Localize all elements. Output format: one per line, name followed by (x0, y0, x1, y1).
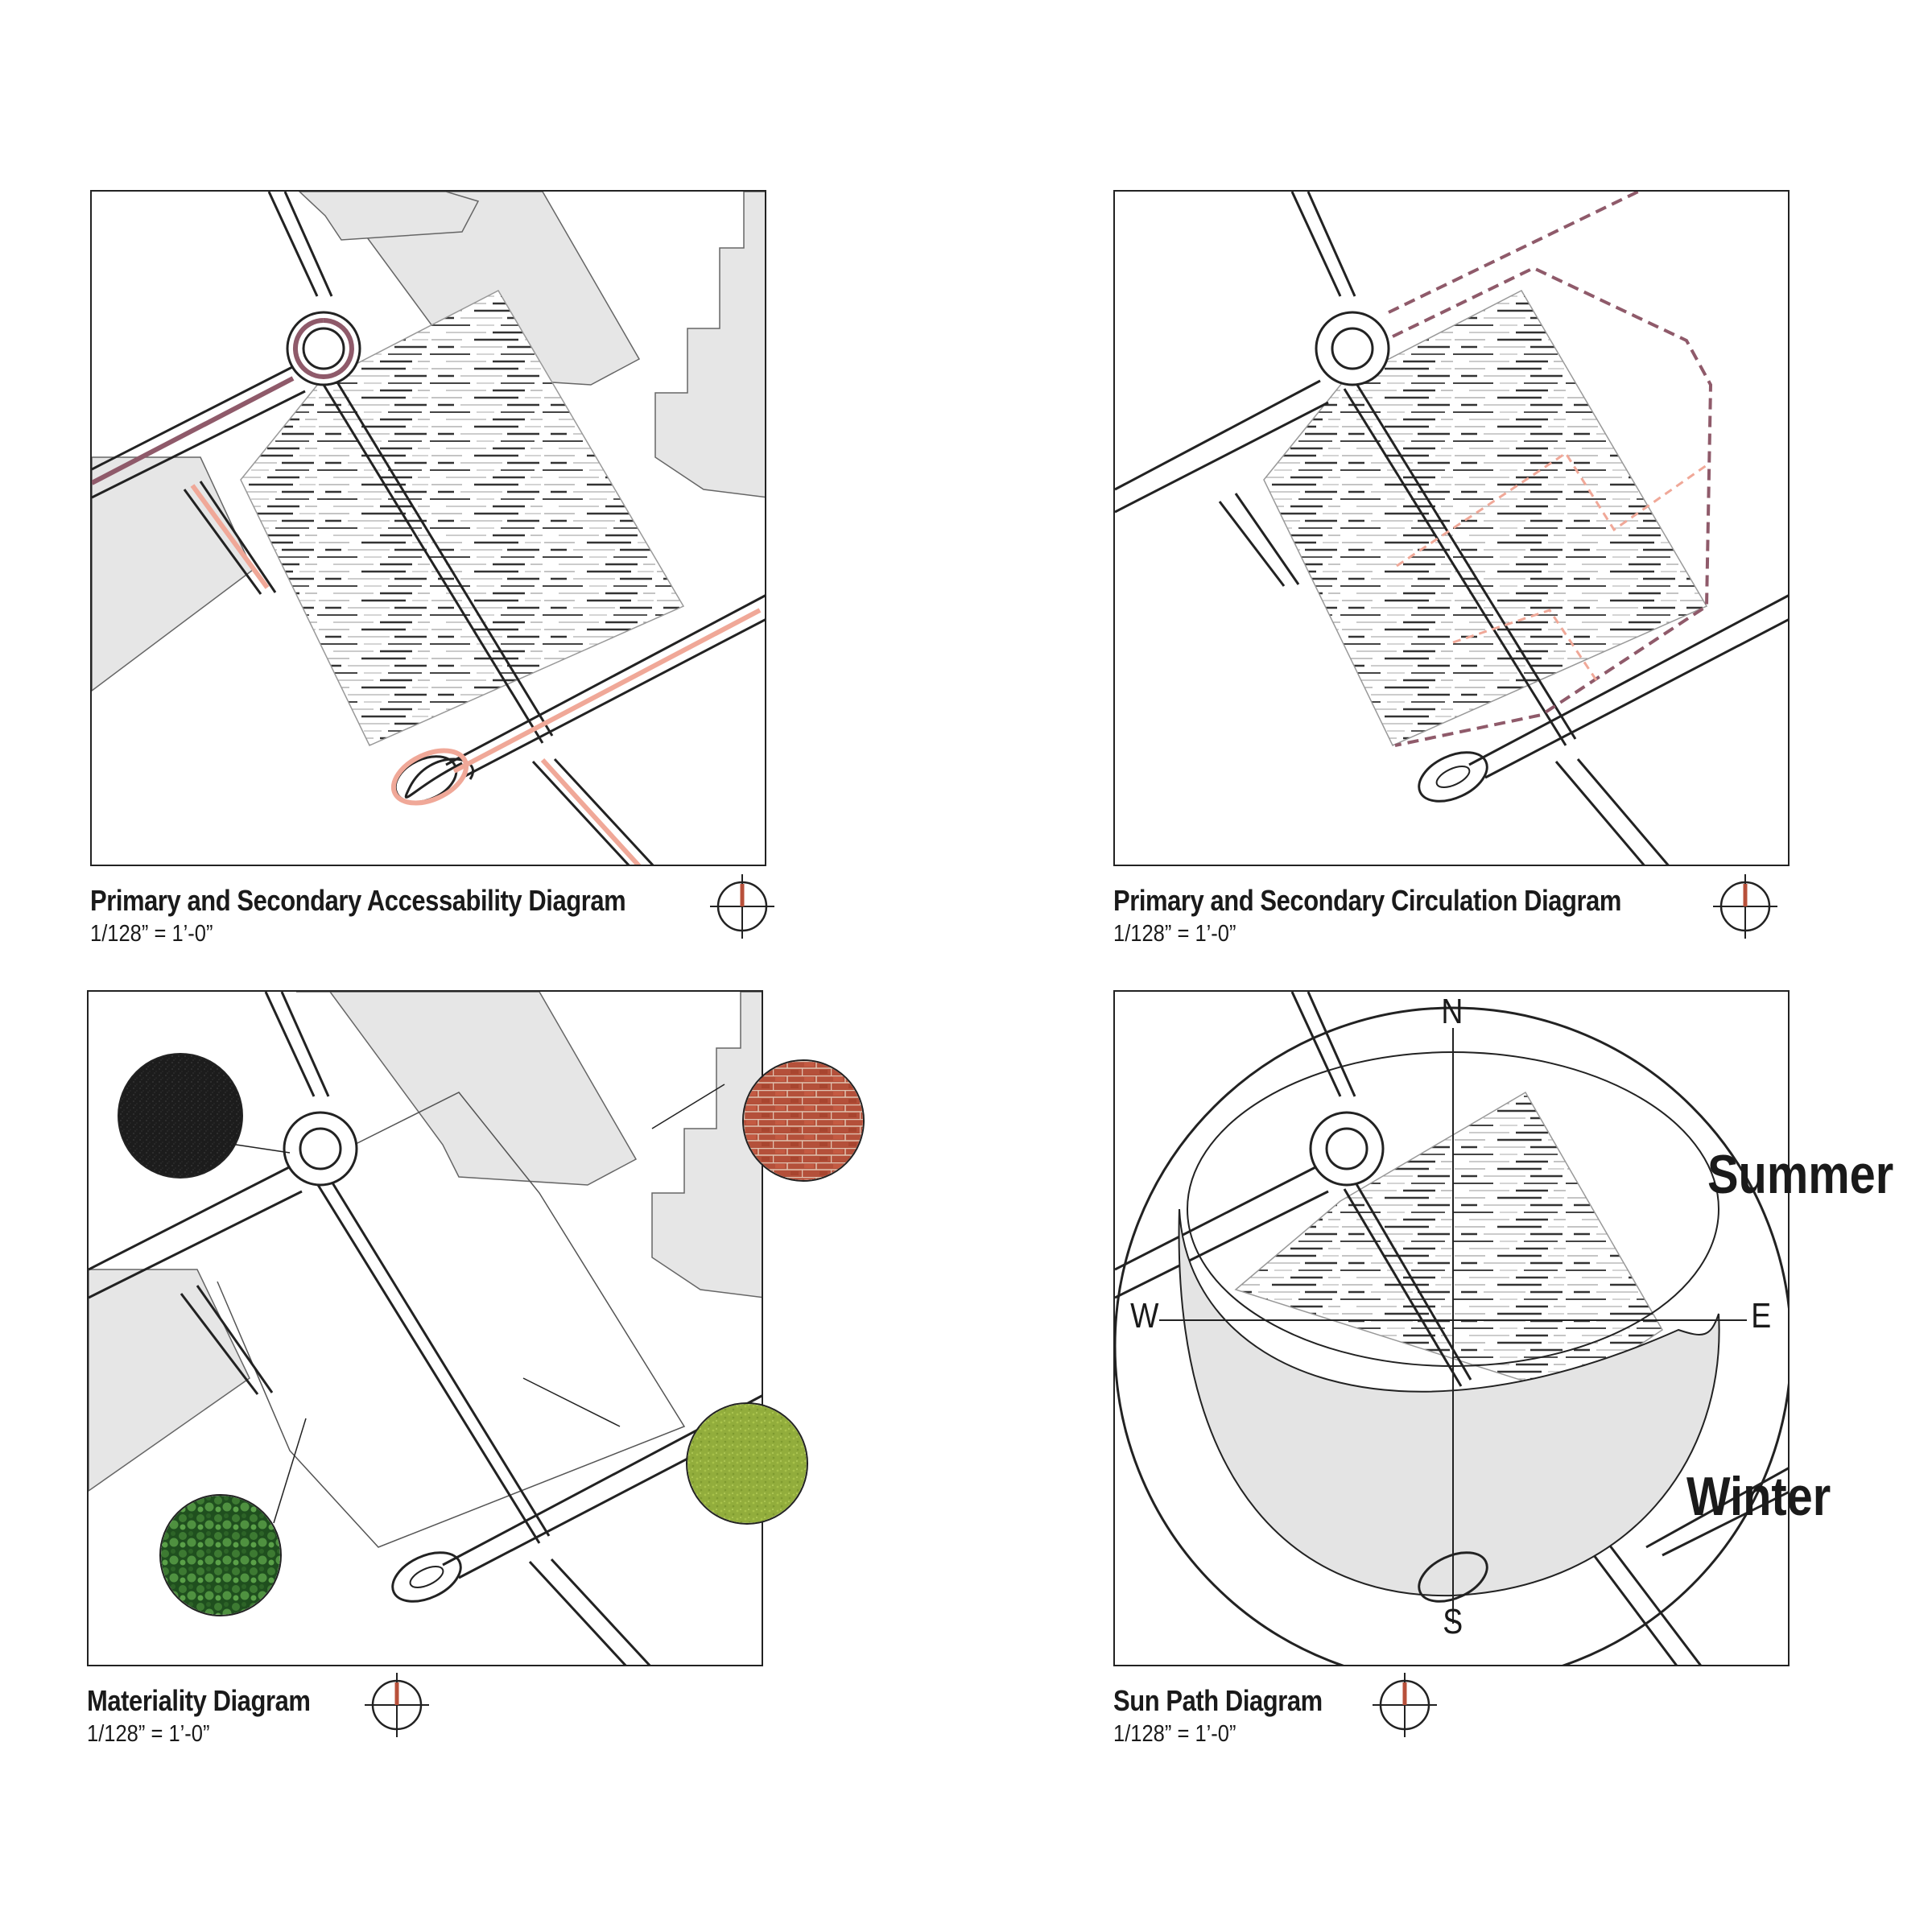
site-plan-drawing (89, 992, 762, 1665)
road-west (92, 363, 306, 499)
compass-north-label: N (1441, 992, 1463, 1031)
asphalt-swatch (118, 1053, 243, 1179)
panel-title: Primary and Secondary Circulation Diagra… (1113, 884, 1622, 917)
brick-swatch (742, 1059, 865, 1182)
hatched-site (1234, 1091, 1664, 1395)
accessibility-caption: Primary and Secondary Accessability Diag… (90, 884, 815, 947)
scale-label: 1/128” = 1’-0” (1113, 1721, 1236, 1747)
sun-path-sphere (1115, 1006, 1788, 1665)
scale-label: 1/128” = 1’-0” (87, 1721, 210, 1747)
road-north (267, 192, 333, 297)
road-diagonal (320, 369, 554, 744)
grass-swatch (686, 1402, 808, 1525)
compass-west-label: W (1130, 1296, 1159, 1335)
winter-label: Winter (1686, 1466, 1831, 1527)
site-outline (217, 1092, 686, 1548)
building-west (92, 456, 254, 691)
panel-title: Materiality Diagram (87, 1684, 311, 1717)
road-south (528, 1558, 651, 1665)
road-southeast (1645, 1467, 1788, 1557)
road-west (89, 1163, 303, 1299)
panel-title: Sun Path Diagram (1113, 1684, 1323, 1717)
primary-circulation (1388, 192, 1713, 747)
road-south (531, 758, 654, 865)
ivy-swatch (159, 1494, 282, 1616)
materiality-caption: Materiality Diagram 1/128” = 1’-0” (87, 1684, 811, 1748)
building-east (654, 192, 765, 498)
site-plan-drawing (92, 192, 765, 865)
secondary-route-west (190, 484, 270, 589)
road-west-spur (183, 481, 277, 595)
south-loop (1418, 751, 1488, 803)
north-arrow-icon (365, 1673, 429, 1737)
building-west (89, 1269, 250, 1492)
brick-leader (651, 1084, 725, 1129)
road-southeast (445, 594, 765, 779)
materiality-site-plan (87, 990, 763, 1666)
secondary-route-loop (390, 748, 469, 806)
secondary-circulation (1396, 451, 1707, 683)
sun-path-caption: Sun Path Diagram 1/128” = 1’-0” (1113, 1684, 1838, 1748)
panel-title: Primary and Secondary Accessability Diag… (90, 884, 626, 917)
compass-south-label: S (1443, 1602, 1463, 1641)
road-north (1290, 992, 1356, 1097)
scale-label: 1/128” = 1’-0” (1113, 921, 1236, 947)
hatched-site (1263, 290, 1708, 746)
winter-band (1178, 1208, 1720, 1597)
road-west-spur (1218, 493, 1300, 587)
building-north (296, 992, 638, 1186)
secondary-route-east (452, 608, 762, 774)
north-arrow-icon (1373, 1673, 1437, 1737)
road-west-spur (180, 1285, 274, 1395)
road-diagonal (316, 1173, 551, 1544)
road-south (1580, 1534, 1702, 1665)
summer-label: Summer (1707, 1144, 1894, 1205)
road-diagonal (1343, 1178, 1472, 1387)
road-north (1290, 192, 1356, 297)
road-south (1554, 758, 1670, 865)
site-plan-drawing (1115, 992, 1788, 1665)
north-arrow-icon (710, 874, 774, 939)
sun-path-site-plan (1113, 990, 1790, 1666)
road-southeast (1468, 594, 1788, 779)
compass-east-label: E (1751, 1296, 1772, 1335)
road-west (1115, 379, 1329, 514)
circulation-caption: Primary and Secondary Circulation Diagra… (1113, 884, 1838, 947)
road-west (1115, 1163, 1329, 1299)
grass-leader (522, 1377, 621, 1427)
road-north (264, 992, 330, 1097)
circulation-site-plan (1113, 190, 1790, 866)
primary-route (92, 318, 354, 485)
ivy-leader (273, 1418, 307, 1524)
scale-label: 1/128” = 1’-0” (90, 921, 213, 947)
south-loop (391, 1551, 462, 1603)
secondary-route-south (540, 758, 642, 865)
accessibility-site-plan (90, 190, 766, 866)
site-plan-drawing (1115, 192, 1788, 865)
north-arrow-icon (1713, 874, 1777, 939)
building-east (651, 992, 762, 1298)
building-north-block (298, 192, 480, 241)
road-diagonal (1343, 378, 1577, 746)
